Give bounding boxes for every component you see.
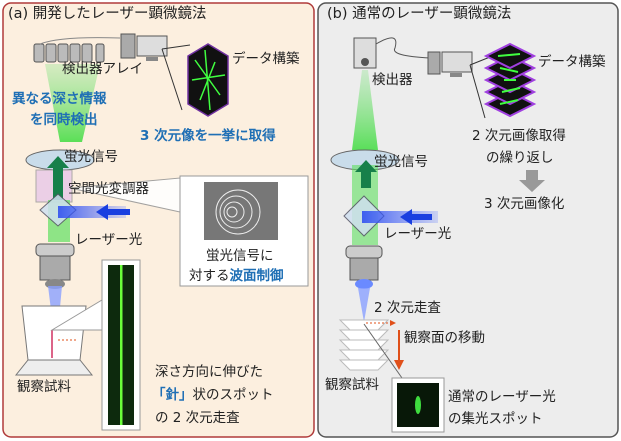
green-up-arrow [47, 156, 69, 200]
excitation-cone-b [358, 288, 370, 322]
slm-label: 空間光変調器 [68, 181, 149, 197]
callout-spot-line [363, 323, 403, 379]
detection-beam-b [352, 70, 378, 150]
needle-line3: の 2 次元走査 [155, 410, 240, 426]
detect-line1: 異なる深さ情報 [12, 91, 107, 107]
panel-b-title: (b) 通常のレーザー顕微鏡法 [327, 6, 512, 22]
wavefront-line2: 対する波面制御 [189, 268, 284, 284]
detector-array-label: 検出器アレイ [62, 61, 143, 77]
panel-b-frame [317, 2, 619, 438]
detect-line2: を同時検出 [30, 112, 98, 128]
laser-label-b: レーザー光 [384, 226, 452, 242]
wavefront-highlight: 波面制御 [229, 268, 284, 284]
computer-icon [120, 33, 191, 111]
laser-arrow-b [400, 209, 432, 225]
scan-2d-label: 2 次元走査 [374, 300, 441, 316]
focused-spot [415, 396, 421, 414]
spot-line2: の集光スポット [448, 411, 543, 427]
3d-volume-icon [187, 43, 229, 117]
wavefront-rings [215, 189, 261, 235]
repeat-line2: の繰り返し [486, 150, 554, 166]
image-stack-content [497, 53, 521, 105]
laser-label: レーザー光 [75, 232, 143, 248]
fluorescence-label-b: 蛍光信号 [374, 154, 428, 170]
data-build-label: データ構築 [232, 51, 300, 67]
detection-light-cone [45, 64, 100, 142]
gray-down-arrow [519, 170, 545, 192]
detector-array-icon [33, 37, 121, 63]
fluorescence-label: 蛍光信号 [64, 149, 118, 165]
needle-line1: 深さ方向に伸びた [155, 364, 263, 380]
acquire-3d-label: 3 次元像を一挙に取得 [140, 128, 276, 144]
needle-spot-line [120, 265, 123, 425]
needle-highlight: 「針」 [152, 387, 193, 403]
needle-line2: 「針」状のスポット [152, 387, 274, 403]
detector-icon [353, 37, 431, 69]
detector-label: 検出器 [372, 72, 413, 88]
spot-line1: 通常のレーザー光 [448, 389, 556, 405]
panel-a-title: (a) 開発したレーザー顕微鏡法 [8, 6, 207, 22]
needle-rest: 状のスポット [192, 387, 274, 403]
move-plane-label: 観察面の移動 [404, 330, 485, 346]
move-plane-arrow-head [394, 360, 404, 370]
wavefront-line1: 蛍光信号に [206, 248, 274, 264]
sample-stack-icon [338, 319, 390, 371]
repeat-line1: 2 次元画像取得 [472, 128, 566, 144]
data-build-label-b: データ構築 [538, 54, 606, 70]
sample-label: 観察試料 [17, 379, 71, 395]
scan-arrow-head [390, 320, 396, 326]
computer-icon-b [427, 51, 491, 119]
wavefront-prefix: 対する [189, 268, 230, 284]
objective-lens-icon-b [345, 245, 383, 289]
result-3d-label: 3 次元画像化 [484, 196, 565, 212]
green-up-arrow-b [355, 160, 377, 188]
sample-label-b: 観察試料 [325, 377, 379, 393]
laser-arrow-a [96, 204, 130, 220]
